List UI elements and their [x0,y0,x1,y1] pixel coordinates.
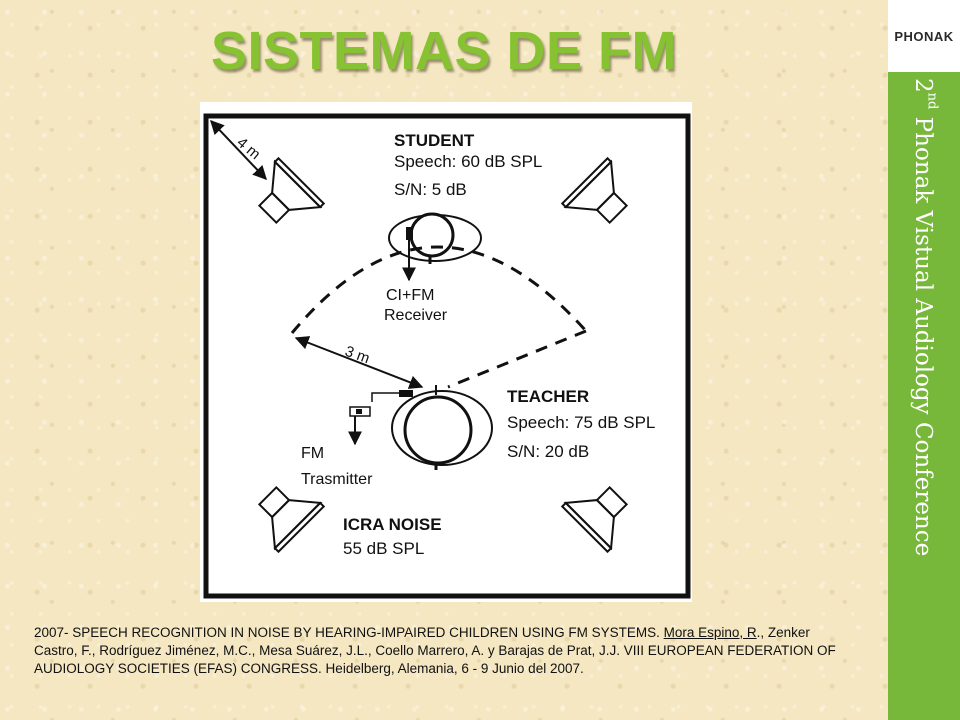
student-snr: S/N: 5 dB [394,180,467,199]
student-speech-level: Speech: 60 dB SPL [394,152,542,171]
student-head-icon [388,212,482,264]
teacher-head-icon [349,385,493,470]
conference-title: Phonak Vistual Audiology Conference [910,109,936,557]
receiver-label-line1: CI+FM [386,287,434,304]
transmitter-label-line2: Trasmitter [301,471,373,488]
conference-name: 2nd Phonak Vistual Audiology Conference [907,78,948,556]
fm-classroom-diagram: 4 m STUDENT Speech: 60 dB SPL S/N: 5 dB … [200,102,692,602]
speaker-top-right-icon [560,156,629,225]
coverage-arc-top [290,245,588,334]
distance-label-3m: 3 m [343,343,372,368]
slide-title: SISTEMAS DE FM [210,21,678,81]
distance-label-4m: 4 m [233,134,263,163]
noise-level: 55 dB SPL [343,539,424,558]
receiver-label-line2: Receiver [384,307,448,324]
reference-first-author: Mora Espino, R [663,625,757,640]
reference-details: ., Zenker Castro, F., Rodríguez Jiménez,… [34,625,836,676]
diagram-canvas: 4 m STUDENT Speech: 60 dB SPL S/N: 5 dB … [203,113,691,599]
coverage-arc-right [447,329,587,389]
conference-sidebar: 2nd Phonak Vistual Audiology Conference [888,72,960,720]
phonak-logo: PHONAK [888,0,960,72]
speaker-bottom-right-icon [560,485,629,554]
transmitter-label-line1: FM [301,445,324,462]
study-reference: 2007- SPEECH RECOGNITION IN NOISE BY HEA… [34,624,854,678]
conference-ordinal: 2 [910,78,936,93]
teacher-snr: S/N: 20 dB [507,442,589,461]
student-heading: STUDENT [394,131,475,150]
teacher-speech-level: Speech: 75 dB SPL [507,413,655,432]
room-wall [203,113,691,599]
distance-arrow-4m [210,119,267,181]
reference-title: 2007- SPEECH RECOGNITION IN NOISE BY HEA… [34,625,664,640]
speaker-bottom-left-icon [257,485,326,554]
noise-heading: ICRA NOISE [343,515,442,534]
distance-arrow-3m [294,336,424,389]
teacher-heading: TEACHER [507,387,589,406]
conference-ordinal-suffix: nd [924,92,940,110]
speaker-top-left-icon [257,156,326,225]
logo-text: PHONAK [894,28,954,44]
